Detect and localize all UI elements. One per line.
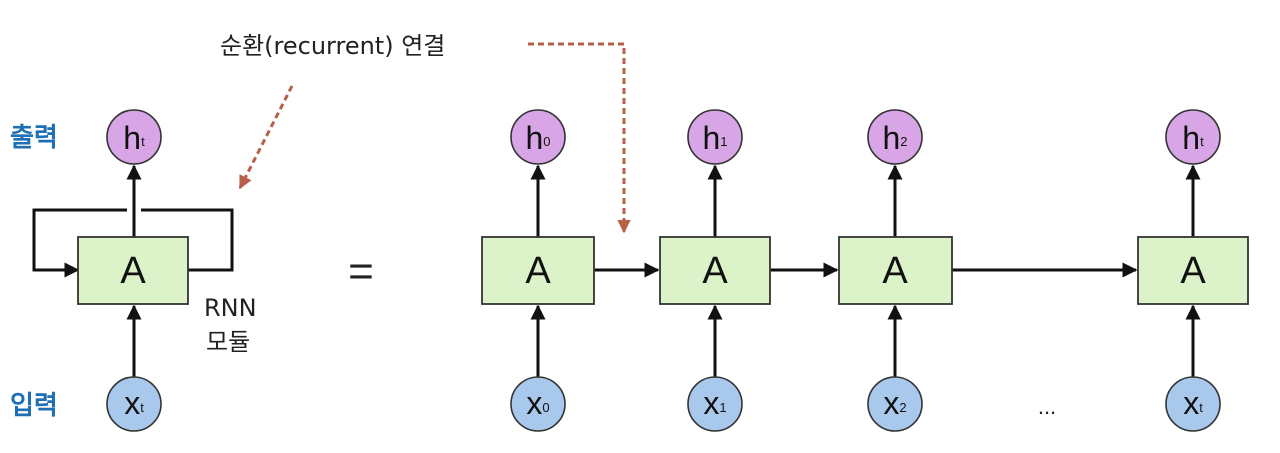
step-2-output-text: h2: [882, 120, 907, 156]
step-t-input-text: xt: [1183, 385, 1203, 421]
step-0-input-node: [510, 376, 566, 432]
unrolled-step-t: A ht xt: [1137, 109, 1249, 432]
rolled-input-node: [106, 376, 162, 432]
rolled-cell-label: A: [120, 250, 146, 292]
step-0-output-var: h: [525, 120, 543, 156]
step-t-output-node: [1165, 109, 1221, 165]
step-2-output-sub: 2: [900, 134, 907, 149]
step-0-cell: [481, 236, 595, 305]
step-1-input-var: x: [703, 385, 719, 421]
step-t-cell-label: A: [1180, 250, 1206, 292]
step-t-output-var: h: [1182, 120, 1200, 156]
recurrent-arrow-right: [528, 42, 631, 234]
step-2-cell: [838, 236, 953, 305]
output-label: 출력: [10, 123, 58, 153]
step-0-output-sub: 0: [543, 134, 550, 149]
rolled-rnn: A ht xt RNN 모듈: [32, 109, 257, 432]
step-2-input-text: x2: [883, 385, 906, 421]
step-1-output-node: [687, 109, 743, 165]
step-2-input-sub: 2: [899, 400, 906, 415]
equals-sign: =: [348, 247, 374, 296]
step-1-cell: [659, 236, 771, 305]
step-1-input-text: x1: [703, 385, 726, 421]
rolled-output-sub: t: [141, 134, 145, 149]
step-1-output-var: h: [702, 120, 720, 156]
step-2-input-var: x: [883, 385, 899, 421]
module-label-line2: 모듈: [206, 328, 250, 356]
step-t-input-sub: t: [1199, 400, 1203, 415]
step-0-output-node: [510, 109, 566, 165]
rolled-input-text: xt: [124, 385, 144, 421]
step-1-output-sub: 1: [720, 134, 727, 149]
rolled-cell: [77, 236, 189, 305]
recurrent-caption: 순환(recurrent) 연결: [220, 32, 445, 60]
unrolled-chain: A h0 x0 A h1 x1: [481, 109, 1249, 432]
step-0-input-sub: 0: [542, 400, 549, 415]
step-2-output-var: h: [882, 120, 900, 156]
rolled-output-text: ht: [123, 120, 145, 156]
step-t-input-node: [1165, 376, 1221, 432]
unrolled-step-1: A h1 x1: [659, 109, 771, 432]
step-1-output-text: h1: [702, 120, 727, 156]
recurrent-arrow-left: [238, 85, 294, 190]
step-t-output-sub: t: [1200, 134, 1204, 149]
rolled-output-var: h: [123, 120, 141, 156]
unrolled-step-0: A h0 x0: [481, 109, 595, 432]
step-1-cell-label: A: [702, 250, 728, 292]
input-label: 입력: [10, 391, 58, 421]
rolled-input-sub: t: [140, 400, 144, 415]
rolled-output-node: [106, 109, 162, 165]
step-0-input-var: x: [526, 385, 542, 421]
step-1-input-node: [687, 376, 743, 432]
ellipsis: ...: [1038, 394, 1056, 419]
step-2-output-node: [867, 109, 923, 165]
step-0-cell-label: A: [525, 250, 551, 292]
step-0-input-text: x0: [526, 385, 549, 421]
step-0-output-text: h0: [525, 120, 550, 156]
rolled-input-var: x: [124, 385, 140, 421]
step-2-cell-label: A: [882, 250, 908, 292]
module-label-line1: RNN: [204, 294, 257, 322]
step-1-input-sub: 1: [719, 400, 726, 415]
step-t-input-var: x: [1183, 385, 1199, 421]
step-2-input-node: [867, 376, 923, 432]
step-t-cell: [1137, 236, 1249, 305]
step-t-output-text: ht: [1182, 120, 1204, 156]
unrolled-step-2: A h2 x2: [838, 109, 953, 432]
